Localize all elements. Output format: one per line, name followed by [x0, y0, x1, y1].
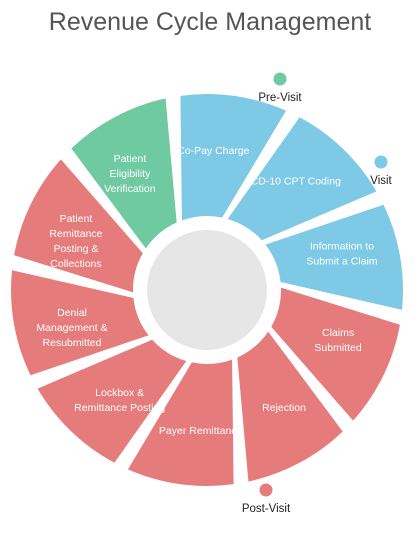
segment-label-line: Co-Pay Charge [177, 145, 250, 157]
segment-label-line: ICD-10 CPT Coding [248, 176, 341, 188]
segment-label-line: Remittance Posting [74, 402, 165, 414]
segment-1 [71, 98, 177, 249]
segment-2-label: Co-Pay Charge [177, 145, 250, 157]
segment-3 [227, 117, 377, 241]
segment-10 [14, 159, 143, 293]
segment-label-line: Rejection [262, 402, 306, 414]
segment-label-line: Eligibility [110, 168, 152, 180]
legend-label-pre-visit: Pre-Visit [258, 92, 302, 104]
legend-marker-pre-visit [273, 72, 287, 86]
center-circle [147, 230, 267, 350]
segment-2 [180, 94, 287, 221]
segment-9 [10, 270, 149, 376]
segment-8-label: Lockbox & Remittance Posting [74, 387, 165, 414]
legend-label-visit: Visit [370, 175, 392, 187]
segment-7-label: Payer Remittance [159, 425, 243, 437]
segment-5 [271, 287, 400, 421]
segment-label-line: Submitted [314, 342, 361, 354]
diagram-title: Revenue Cycle Management [48, 8, 372, 36]
segment-4 [265, 204, 403, 310]
segment-4-label: Information to Submit a Claim [306, 240, 377, 267]
segment-label-line: Collections [50, 258, 101, 270]
segment-7 [127, 359, 234, 487]
segment-label-line: Verification [104, 183, 156, 195]
legend-marker-post-visit [259, 483, 273, 497]
legend-marker-visit [374, 155, 388, 169]
legend-label-post-visit: Post-Visit [242, 503, 291, 515]
segment-label-line: Payer Remittance [159, 425, 243, 437]
segment-label-line: Lockbox & [95, 387, 144, 399]
segment-3-label: ICD-10 CPT Coding [248, 176, 341, 188]
segment-6-label: Rejection [262, 402, 306, 414]
segment-8 [37, 339, 187, 463]
segment-label-line: Submit a Claim [306, 255, 377, 267]
segment-label-line: Management & [36, 322, 107, 334]
segment-label-line: Patient [60, 213, 93, 225]
segment-label-line: Remittance [49, 228, 102, 240]
segment-6 [237, 331, 343, 482]
segment-label-line: Posting & [53, 243, 98, 255]
segment-label-line: Resubmitted [43, 337, 102, 349]
segment-label-line: Claims [322, 327, 354, 339]
segment-label-line: Information to [310, 240, 374, 252]
segments-layer [10, 94, 403, 487]
segment-label-line: Denial [57, 307, 87, 319]
segment-label-line: Patient [114, 153, 147, 165]
